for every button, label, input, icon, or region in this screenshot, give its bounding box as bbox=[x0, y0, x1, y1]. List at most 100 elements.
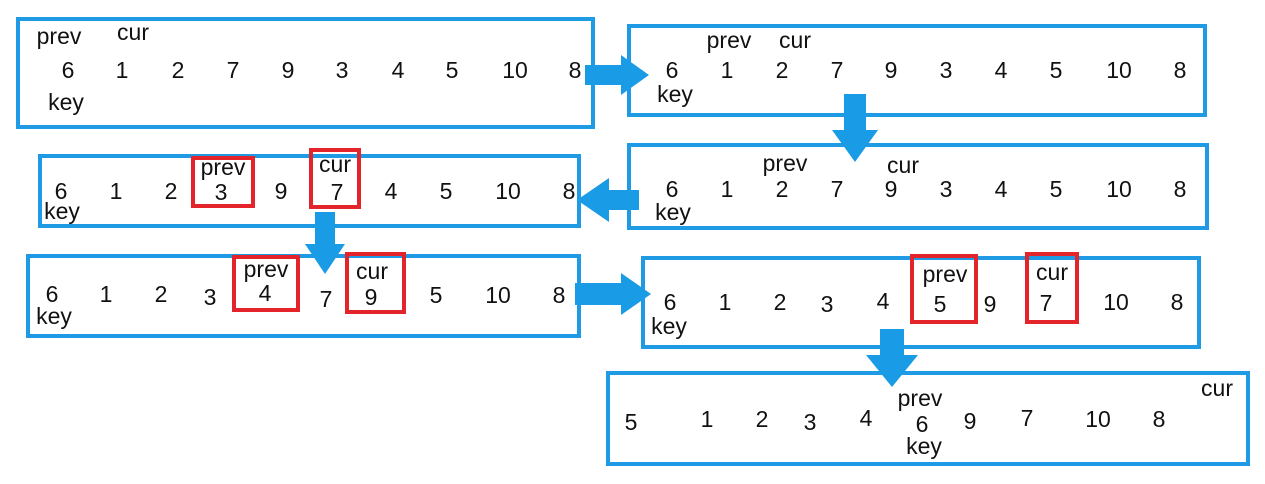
step-4-value: 4 bbox=[384, 178, 398, 204]
step-7-value: 3 bbox=[803, 409, 817, 435]
step-4-cur-pointer: cur bbox=[319, 151, 351, 177]
step-6-value: 4 bbox=[876, 288, 890, 314]
step-6-value: 3 bbox=[820, 291, 834, 317]
step-5-value: 10 bbox=[485, 282, 511, 308]
step-5-cur-highlight bbox=[345, 252, 406, 314]
step-1-value: 7 bbox=[226, 57, 240, 83]
step-7-value: 5 bbox=[624, 409, 638, 435]
step-3-value: 5 bbox=[1049, 176, 1063, 202]
step-4-value: 5 bbox=[439, 178, 453, 204]
step-3-value: 1 bbox=[720, 176, 734, 202]
step-6-frame bbox=[641, 256, 1201, 349]
step-2-value: 7 bbox=[830, 57, 844, 83]
step-7-value: 6 bbox=[915, 411, 929, 437]
step-1-value: 8 bbox=[568, 57, 582, 83]
step-2-frame bbox=[627, 24, 1207, 117]
step-3-cur-pointer: cur bbox=[887, 152, 919, 178]
step-1-value: 9 bbox=[281, 57, 295, 83]
step-5-cur-pointer: cur bbox=[356, 258, 388, 284]
step-2-key-label: key bbox=[657, 81, 693, 107]
left-arrow-icon bbox=[577, 178, 639, 222]
step-5-key-label: key bbox=[36, 303, 72, 329]
step-6-value: 1 bbox=[718, 289, 732, 315]
step-7-value: 9 bbox=[963, 408, 977, 434]
step-5-frame bbox=[26, 254, 581, 338]
step-4-value: 10 bbox=[495, 178, 521, 204]
step-5-prev-pointer: prev bbox=[243, 256, 289, 282]
step-4-prev-pointer: prev bbox=[200, 154, 246, 180]
step-7-prev-pointer: prev bbox=[897, 385, 943, 411]
step-4-value: 9 bbox=[274, 178, 288, 204]
step-5-value: 5 bbox=[429, 282, 443, 308]
step-6-cur-pointer: cur bbox=[1036, 259, 1068, 285]
step-1-cur-pointer: cur bbox=[117, 19, 149, 45]
step-3-value: 6 bbox=[665, 176, 679, 202]
down-arrow-icon bbox=[866, 329, 918, 387]
step-5-prev-highlight bbox=[232, 255, 300, 312]
step-7-value: 1 bbox=[700, 406, 714, 432]
step-6-value: 7 bbox=[1039, 290, 1053, 316]
step-1-value: 3 bbox=[335, 57, 349, 83]
step-5-value: 4 bbox=[258, 280, 272, 306]
step-1-value: 5 bbox=[445, 57, 459, 83]
step-7-key-label: key bbox=[906, 433, 942, 459]
step-3-value: 8 bbox=[1173, 176, 1187, 202]
step-4-value: 1 bbox=[109, 178, 123, 204]
step-6-prev-highlight bbox=[910, 254, 978, 324]
step-2-value: 5 bbox=[1049, 57, 1063, 83]
step-4-value: 2 bbox=[164, 178, 178, 204]
step-1-value: 6 bbox=[61, 57, 75, 83]
step-3-value: 9 bbox=[884, 176, 898, 202]
step-6-key-label: key bbox=[651, 313, 687, 339]
step-2-value: 10 bbox=[1106, 57, 1132, 83]
step-3-value: 4 bbox=[994, 176, 1008, 202]
step-5-value: 1 bbox=[99, 281, 113, 307]
step-2-value: 8 bbox=[1173, 57, 1187, 83]
step-2-value: 4 bbox=[994, 57, 1008, 83]
step-6-value: 2 bbox=[773, 289, 787, 315]
step-5-value: 6 bbox=[45, 281, 59, 307]
step-5-value: 7 bbox=[319, 286, 333, 312]
step-6-value: 9 bbox=[983, 291, 997, 317]
step-4-prev-highlight bbox=[191, 156, 255, 208]
step-7-value: 8 bbox=[1152, 406, 1166, 432]
step-2-value: 2 bbox=[775, 57, 789, 83]
step-1-key-label: key bbox=[48, 89, 84, 115]
step-3-value: 3 bbox=[939, 176, 953, 202]
step-7-value: 4 bbox=[859, 405, 873, 431]
step-4-key-label: key bbox=[44, 198, 80, 224]
step-7-frame bbox=[606, 371, 1250, 466]
step-3-prev-pointer: prev bbox=[762, 150, 808, 176]
step-4-value: 6 bbox=[54, 178, 68, 204]
step-2-value: 1 bbox=[720, 57, 734, 83]
down-arrow-icon bbox=[832, 94, 878, 162]
step-5-value: 3 bbox=[203, 284, 217, 310]
step-4-value: 7 bbox=[330, 179, 344, 205]
step-6-value: 5 bbox=[933, 291, 947, 317]
step-3-key-label: key bbox=[655, 199, 691, 225]
step-3-value: 7 bbox=[830, 176, 844, 202]
step-1-frame bbox=[16, 17, 595, 129]
step-6-prev-pointer: prev bbox=[922, 261, 968, 287]
step-7-value: 2 bbox=[755, 406, 769, 432]
step-3-value: 10 bbox=[1106, 176, 1132, 202]
right-arrow-icon bbox=[575, 273, 651, 315]
step-7-value: 7 bbox=[1020, 405, 1034, 431]
step-4-cur-highlight bbox=[309, 148, 361, 209]
step-1-prev-pointer: prev bbox=[36, 23, 82, 49]
step-2-value: 6 bbox=[665, 57, 679, 83]
step-1-value: 1 bbox=[115, 57, 129, 83]
step-6-cur-highlight bbox=[1025, 252, 1079, 324]
down-arrow-icon bbox=[305, 212, 345, 274]
step-6-value: 6 bbox=[663, 289, 677, 315]
step-2-value: 9 bbox=[884, 57, 898, 83]
step-3-frame bbox=[627, 143, 1209, 230]
step-1-value: 4 bbox=[391, 57, 405, 83]
step-5-value: 2 bbox=[154, 281, 168, 307]
step-6-value: 10 bbox=[1103, 289, 1129, 315]
step-7-value: 10 bbox=[1085, 406, 1111, 432]
step-4-value: 8 bbox=[562, 178, 576, 204]
step-2-value: 3 bbox=[939, 57, 953, 83]
step-2-prev-pointer: prev bbox=[706, 27, 752, 53]
step-7-cur-pointer: cur bbox=[1201, 375, 1233, 401]
